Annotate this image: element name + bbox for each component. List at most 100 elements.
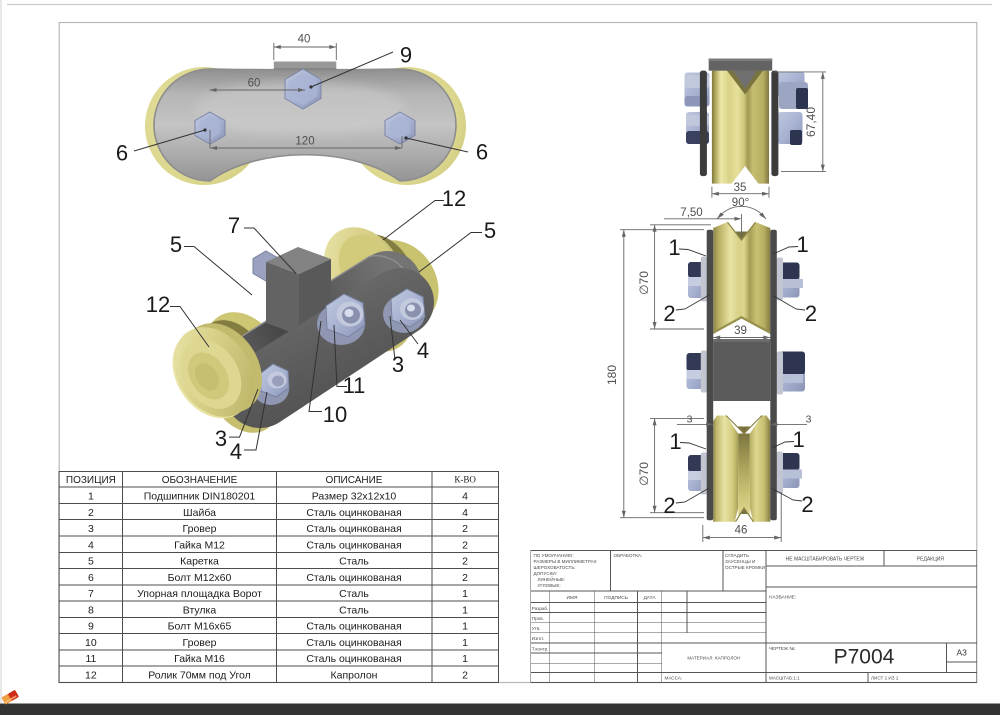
svg-text:180: 180 [605,365,619,385]
svg-text:Т.контр.: Т.контр. [532,646,549,651]
svg-text:СГЛАДИТЬ: СГЛАДИТЬ [725,553,749,558]
svg-text:40: 40 [298,34,311,46]
svg-text:МАССА:: МАССА: [665,676,683,681]
svg-text:К-ВО: К-ВО [454,475,476,485]
svg-text:Сталь оцинкованая: Сталь оцинкованая [306,507,401,519]
svg-text:ОБРАБОТКА:: ОБРАБОТКА: [614,553,643,558]
svg-text:Гровер: Гровер [183,637,217,649]
svg-text:6: 6 [88,572,94,584]
svg-text:90°: 90° [732,197,749,209]
svg-text:Разраб.: Разраб. [532,606,549,611]
svg-text:А3: А3 [956,648,967,658]
svg-text:1: 1 [669,429,681,454]
svg-text:5: 5 [484,218,496,243]
svg-text:ЛИНЕЙНЫЕ:: ЛИНЕЙНЫЕ: [538,575,566,582]
svg-text:60: 60 [248,78,261,90]
svg-text:2: 2 [462,539,468,551]
svg-text:10: 10 [85,637,97,649]
svg-text:РАЗМЕРЫ В МИЛЛИМЕТРАХ: РАЗМЕРЫ В МИЛЛИМЕТРАХ [534,559,597,564]
svg-text:∅70: ∅70 [637,462,651,486]
svg-text:Упорная площадка Ворот: Упорная площадка Ворот [137,588,262,600]
svg-text:Сталь оцинкованая: Сталь оцинкованая [306,621,401,633]
svg-text:4: 4 [462,507,468,519]
svg-text:46: 46 [735,525,748,537]
svg-text:9: 9 [88,621,94,633]
svg-text:РЕДАКЦИЯ: РЕДАКЦИЯ [917,557,945,563]
svg-text:3: 3 [88,523,94,535]
svg-text:11: 11 [85,653,96,665]
svg-text:Гайка М16: Гайка М16 [174,653,225,665]
svg-text:ЛИСТ 1 ИЗ 1: ЛИСТ 1 ИЗ 1 [871,676,899,681]
svg-text:1: 1 [462,621,468,633]
svg-text:Сталь оцинкованая: Сталь оцинкованая [306,539,401,551]
svg-text:2: 2 [663,493,675,518]
svg-text:ПОДПИСЬ: ПОДПИСЬ [604,595,628,601]
svg-text:ПОЗИЦИЯ: ПОЗИЦИЯ [66,475,116,486]
svg-text:Сталь оцинкованая: Сталь оцинкованая [306,637,401,649]
svg-text:3: 3 [687,414,693,426]
svg-text:35: 35 [734,182,747,194]
svg-text:4: 4 [230,439,242,464]
svg-text:Шайба: Шайба [183,507,216,519]
svg-text:5: 5 [88,556,94,568]
svg-text:ОСТРЫЕ КРОМКИ: ОСТРЫЕ КРОМКИ [725,565,765,570]
svg-text:3: 3 [806,414,812,426]
svg-text:1: 1 [668,235,680,260]
svg-text:1: 1 [792,427,804,452]
svg-text:2: 2 [462,572,468,584]
svg-text:1: 1 [462,653,468,665]
svg-text:Утв.: Утв. [532,626,541,631]
svg-text:6: 6 [476,140,488,165]
svg-text:2: 2 [805,301,817,326]
svg-text:ОБОЗНАЧЕНИЕ: ОБОЗНАЧЕНИЕ [162,475,238,486]
svg-text:Сталь оцинкованая: Сталь оцинкованая [306,653,401,665]
svg-text:ЧЕРТЕЖ №:: ЧЕРТЕЖ №: [769,646,796,651]
svg-text:∅70: ∅70 [637,271,651,295]
svg-text:1: 1 [462,637,468,649]
svg-text:1: 1 [88,491,94,503]
svg-text:Пров.: Пров. [532,616,544,621]
svg-text:Втулка: Втулка [183,604,217,616]
svg-text:Болт М16х65: Болт М16х65 [168,621,232,633]
svg-text:Болт М12х60: Болт М12х60 [168,572,232,584]
svg-text:1: 1 [796,232,808,257]
svg-text:ДОПУСКИ:: ДОПУСКИ: [534,571,557,576]
svg-text:7: 7 [228,213,240,238]
svg-text:4: 4 [88,539,94,551]
svg-text:Ролик 70мм под Угол: Ролик 70мм под Угол [148,669,251,681]
svg-text:ЗАУСЕНЦЫ И: ЗАУСЕНЦЫ И [725,559,755,564]
svg-text:P7004: P7004 [834,646,895,669]
svg-text:Сталь: Сталь [339,604,369,616]
svg-text:ШЕРОХОВАТОСТЬ:: ШЕРОХОВАТОСТЬ: [534,565,576,570]
svg-text:1: 1 [462,604,468,616]
svg-text:9: 9 [400,43,412,68]
svg-text:МАСШТАБ:1:1: МАСШТАБ:1:1 [769,676,800,681]
svg-text:2: 2 [801,492,813,517]
svg-text:Сталь оцинкованая: Сталь оцинкованая [306,523,401,535]
svg-text:Сталь оцинкованая: Сталь оцинкованая [306,572,401,584]
svg-text:Гровер: Гровер [183,523,217,535]
svg-text:1: 1 [462,588,468,600]
svg-text:ПО УМОЛЧАНИЮ:: ПО УМОЛЧАНИЮ: [534,553,574,558]
svg-text:2: 2 [462,523,468,535]
svg-text:5: 5 [170,232,182,257]
svg-text:Каретка: Каретка [180,556,219,568]
svg-text:НАЗВАНИЕ:: НАЗВАНИЕ: [769,595,796,601]
svg-text:Изгот.: Изгот. [532,636,544,641]
svg-text:10: 10 [323,402,347,427]
svg-text:УГЛОВЫЕ:: УГЛОВЫЕ: [538,583,561,588]
svg-text:120: 120 [295,136,314,148]
svg-text:6: 6 [116,141,128,166]
svg-text:Подшипник DIN180201: Подшипник DIN180201 [144,491,256,503]
svg-text:НЕ МАСШТАБИРОВАТЬ ЧЕРТЕЖ: НЕ МАСШТАБИРОВАТЬ ЧЕРТЕЖ [786,557,865,563]
svg-text:8: 8 [88,604,94,616]
svg-text:12: 12 [85,669,97,681]
svg-text:4: 4 [462,491,468,503]
svg-text:2: 2 [462,669,468,681]
svg-text:МАТЕРИАЛ: КАПРОЛОН: МАТЕРИАЛ: КАПРОЛОН [687,656,740,661]
svg-text:3: 3 [215,426,227,451]
svg-text:11: 11 [343,373,366,398]
svg-text:3: 3 [392,352,404,377]
svg-text:67,40: 67,40 [804,107,818,137]
svg-text:Капролон: Капролон [331,669,378,681]
